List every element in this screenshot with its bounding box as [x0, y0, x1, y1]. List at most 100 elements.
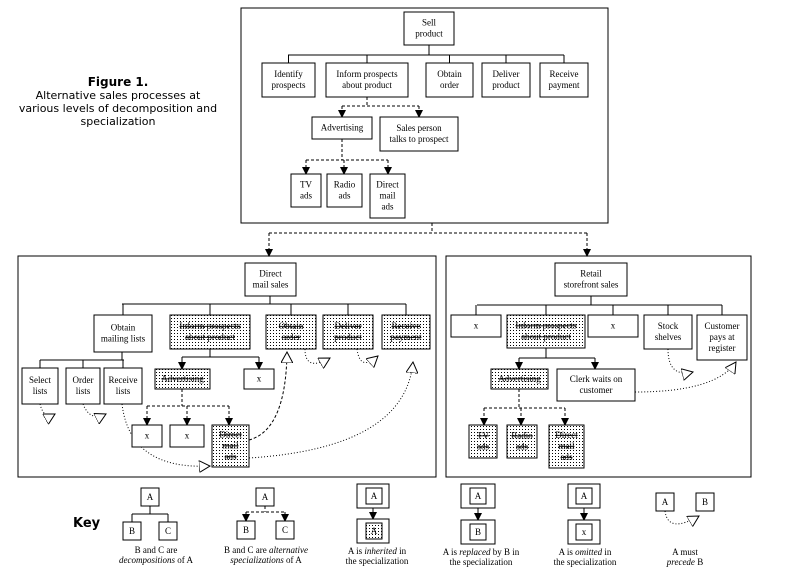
dm-adv-x-1-rect — [169, 424, 205, 448]
rt-tv-ads-text: ads — [477, 442, 489, 452]
key2-b-text: B — [243, 525, 249, 535]
figure-caption: Figure 1. Alternative sales processes at… — [18, 75, 218, 129]
key-caption-inherited: A is inherited in the specialization — [345, 546, 409, 566]
key4-b: B — [469, 523, 487, 541]
rt-tv-ads-rect — [468, 424, 498, 459]
top-child-0-rect — [261, 62, 316, 98]
figure-title: Figure 1. — [87, 75, 149, 89]
rt-child-1-text: Inform prospects — [515, 321, 577, 331]
top-tv-ads-rect — [290, 173, 322, 208]
key3-a: A — [365, 487, 383, 505]
dm-root-text: mail sales — [253, 280, 289, 290]
key6-a-text: A — [662, 497, 669, 507]
rt-root-text: storefront sales — [564, 280, 619, 290]
dm-dep-order-deliver — [304, 348, 330, 363]
rt-child-1-rect — [506, 314, 586, 349]
dm-child-2-text: order — [282, 332, 301, 342]
key-caption-alternative: B and C are alternative specializations … — [224, 545, 308, 565]
top-child-3-text: product — [492, 80, 520, 90]
dm-advertising-text: Advertising — [161, 374, 204, 384]
key5-x-rect — [575, 523, 593, 541]
rt-child-0-rect — [450, 314, 502, 338]
top-panel — [240, 7, 609, 224]
key-label: Key — [73, 516, 101, 531]
dm-child-4-rect — [381, 314, 431, 350]
rt-dep-clerk-pay — [634, 362, 736, 393]
top-child-2-rect — [425, 62, 474, 98]
dm-direct-mail-ads-text: ads — [225, 452, 237, 462]
dm-mail-child-1-text: Order — [73, 375, 94, 385]
key1-a-text: A — [147, 492, 154, 502]
key6-arrow — [664, 510, 699, 524]
key4-b-rect — [469, 523, 487, 541]
rt-radio-ads-text: Radio — [511, 431, 533, 441]
rt-child-2-text: x — [611, 321, 616, 331]
dm-seq-1 — [82, 403, 106, 416]
rt-direct-mail-ads-rect — [548, 424, 585, 469]
rt-child-3-rect — [643, 314, 693, 350]
rt-clerk-text: customer — [580, 385, 613, 395]
rt-advertising-text: Advertising — [498, 374, 541, 384]
dm-dep-deliver-pay — [356, 348, 378, 363]
key1-b: B — [122, 521, 142, 541]
rt-child-2-rect — [587, 314, 639, 338]
rt-child-0: x — [450, 314, 502, 338]
top-child-4-rect — [539, 62, 589, 98]
dm-child-4-text: payment — [391, 332, 422, 342]
top-child-1-text: Inform prospects — [336, 69, 398, 79]
dm-adv-x-0-rect — [131, 424, 163, 448]
rt-child-2: x — [587, 314, 639, 338]
top-child-2-text: Obtain — [437, 69, 462, 79]
rt-clerk-rect — [556, 368, 636, 402]
top-direct-mail-ads-text: Direct — [376, 180, 399, 190]
top-radio-ads-rect — [326, 173, 363, 208]
rt-direct-mail-ads-text: ads — [561, 452, 573, 462]
key3-a-rect — [365, 487, 383, 505]
top-radio-ads-text: ads — [339, 191, 351, 201]
top-advertising: Advertising — [311, 116, 373, 140]
key3-a-text: A — [371, 491, 378, 501]
dm-mail-child-2-rect — [103, 367, 143, 405]
rt-direct-mail-ads-text: Direct — [555, 430, 578, 440]
top-child-4-text: Receive — [550, 69, 579, 79]
dm-direct-mail-ads-rect — [211, 424, 250, 468]
dm-mail-child-2-text: lists — [116, 386, 131, 396]
dm-child-1-text: Inform prospects — [179, 321, 241, 331]
rt-root-rect — [554, 262, 628, 297]
top-direct-mail-ads-text: ads — [382, 202, 394, 212]
dm-dep-pay — [248, 362, 413, 459]
dm-child-2-text: Obtain — [279, 321, 304, 331]
dm-child-3-text: Deliver — [335, 321, 362, 331]
key6-a: A — [655, 492, 675, 512]
top-advertising-rect — [311, 116, 373, 140]
key3-a-inherited-rect — [365, 522, 383, 540]
key5-a: A — [575, 487, 593, 505]
dm-root-rect — [244, 262, 297, 297]
top-child-4-text: payment — [549, 80, 580, 90]
key-caption-replaced: A is replaced by B in the specialization — [442, 547, 520, 567]
key1-a: A — [140, 487, 160, 507]
rt-child-3-text: shelves — [655, 332, 682, 342]
caption-line-3: specialization — [80, 115, 156, 128]
top-salesperson-text: Sales person — [396, 123, 442, 133]
key4-a-text: A — [475, 491, 482, 501]
dm-child-1-text: about product — [185, 332, 235, 342]
